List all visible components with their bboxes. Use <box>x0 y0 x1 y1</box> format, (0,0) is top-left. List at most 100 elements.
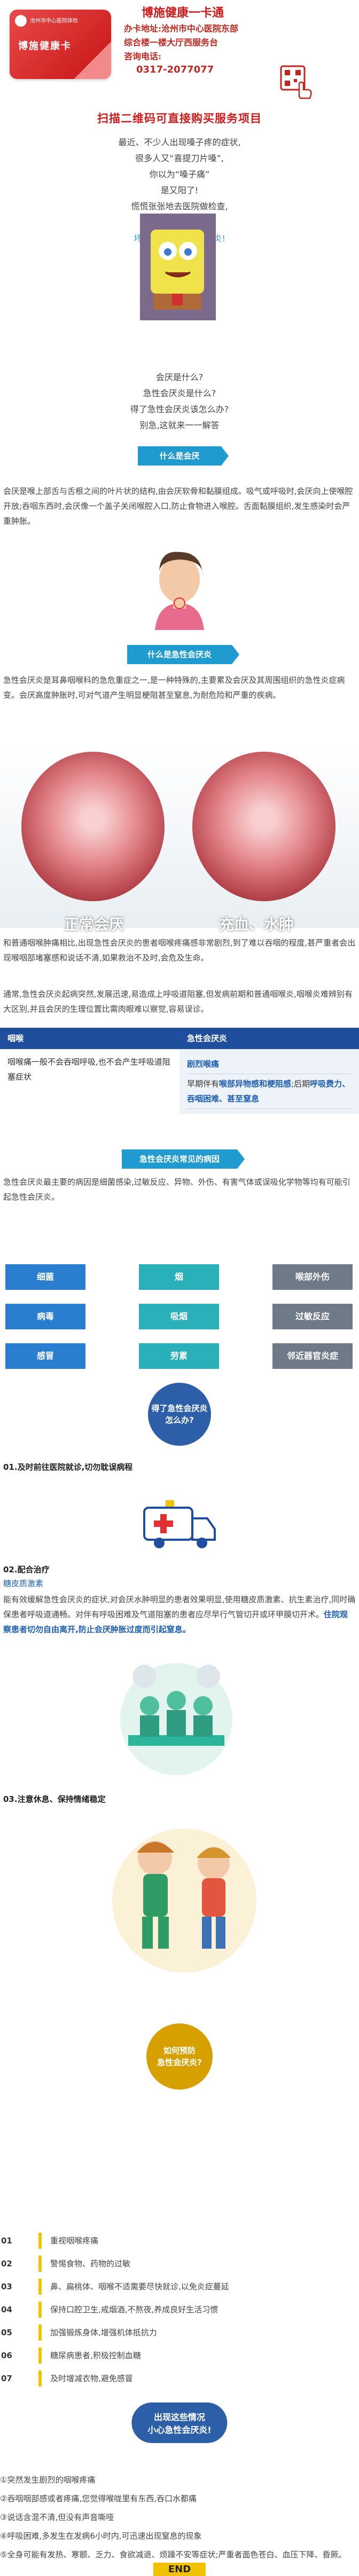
list-item-text: 警惕食物、药物的过敏 <box>50 2259 131 2268</box>
table-left-cell: 咽喉痛一般不会吞咽呼吸,也不会产生呼吸道阻塞症状 <box>7 1057 170 1082</box>
step-2-title: 02.配合治疗 <box>3 1565 50 1574</box>
prevent-badge-text: 如何预防 急性会厌炎? <box>157 2046 202 2067</box>
list-item-number: 03 <box>1 2281 12 2291</box>
swollen-label: 充血、水肿 <box>219 916 294 933</box>
cause-item: 病毒 <box>5 1304 85 1329</box>
questions-text: 会厌是什么? 急性会厌炎是什么? 得了急性会厌炎该怎么办? 别急,这就来一一解答 <box>0 369 359 434</box>
list-item: 02 警惕食物、药物的过敏 <box>0 2252 359 2275</box>
throat-comparison-image: 正常会厌 充血、水肿 <box>0 746 359 933</box>
swollen-epiglottis-image <box>192 752 335 901</box>
prevent-badge: 如何预防 急性会厌炎? <box>146 2023 213 2090</box>
list-item-bar <box>38 2324 42 2341</box>
list-item-number: 05 <box>1 2327 12 2337</box>
section-what-is-epiglottitis-text: 急性会厌炎是耳鼻咽喉科的急危重症之一,是一种特殊的,主要累及会厌及其周围组织的急… <box>3 675 345 700</box>
list-item-bar <box>38 2347 42 2364</box>
question-line: 得了急性会厌炎该怎么办? <box>130 404 229 414</box>
table-row-bold: 呼吸费力、吞咽困难、甚至窒息 <box>187 1079 350 1104</box>
brand-title: 博施健康一卡通 <box>142 6 224 20</box>
cause-item: 吸烟 <box>139 1304 219 1329</box>
alarm-badge-text: 出现这些情况 小心急性会厌炎! <box>147 2412 212 2435</box>
list-item-number: 06 <box>1 2350 12 2360</box>
list-item: ⑤全身可能有发热、寒颤、乏力、食欲减退、烦躁不安等症状;严重者面色苍白、血压下降… <box>0 2550 347 2559</box>
intro-line: 慌慌张张地去医院做检查, <box>131 201 228 211</box>
list-item-bar <box>38 2232 42 2249</box>
section-what-is-epiglottis-title: 什么是会厌 <box>138 446 229 466</box>
question-line: 会厌是什么? <box>155 372 204 382</box>
spongebob-illustration <box>140 214 216 320</box>
card-title: 博施健康卡 <box>18 41 72 52</box>
step-2-text: 能有效缓解急性会厌炎的症状,对会厌水肿明显的患者效果明显,使用糖皮质激素、抗生素… <box>0 1592 359 1637</box>
table-col-epiglottitis: 急性会厌炎 <box>187 1034 228 1043</box>
list-item-bar <box>38 2370 42 2386</box>
cause-item: 邻近器官炎症 <box>272 1343 353 1369</box>
cause-item: 细菌 <box>5 1264 85 1290</box>
table-row: 剧烈喉痛 <box>187 1054 352 1074</box>
surgery-illustration <box>96 1655 256 1778</box>
step-3-title: 03.注意休息、保持情绪稳定 <box>3 1794 106 1804</box>
comparison-text-2: 通常,急性会厌炎起病突然,发展迅速,易造成上呼吸道阻塞,但发病前期和普通咽喉炎,… <box>3 989 353 1014</box>
list-item-text: 重视咽喉疼痛 <box>50 2236 99 2246</box>
header-banner: 沧州市中心医院体检 博施健康卡 博施健康一卡通 办卡地址:沧州市中心医院东部 综… <box>0 0 359 133</box>
cause-item: 烟 <box>139 1264 219 1290</box>
kids-exercise-illustration <box>96 1821 272 1981</box>
table-body: 咽喉痛一般不会吞咽呼吸,也不会产生呼吸道阻塞症状 剧烈喉痛 早期伴有喉部异物感和… <box>0 1049 359 1114</box>
address-line-2: 综合楼一楼大厅西服务台 <box>124 37 218 48</box>
phone-number: 0317-2077077 <box>136 64 214 75</box>
table-header: 咽喉 急性会厌炎 <box>0 1028 359 1049</box>
list-item-text: 保持口腔卫生,戒烟酒,不熬夜,养成良好生活习惯 <box>50 2305 218 2314</box>
card-corner-decoration <box>74 42 111 79</box>
section-what-is-epiglottitis-title: 什么是急性会厌炎 <box>127 645 239 664</box>
list-item-text: 鼻、扁桃体、咽喉不适需要尽快就诊,以免炎症蔓延 <box>50 2282 229 2291</box>
step-2-text-body: 能有效缓解急性会厌炎的症状,对会厌水肿明显的患者效果明显,使用糖皮质激素、抗生素… <box>3 1595 356 1619</box>
list-item-bar <box>38 2255 42 2272</box>
table-row-text: ;后期 <box>291 1079 310 1089</box>
step-2-subtitle: 糖皮质激素 <box>3 1579 44 1588</box>
table-col-throat: 咽喉 <box>7 1034 24 1043</box>
intro-line: 很多人又“喜提刀片嗓”, <box>135 153 224 163</box>
cause-item: 劳累 <box>139 1343 219 1369</box>
list-item-bar <box>38 2278 42 2295</box>
list-item: ②吞咽咽部感或者疼痛,您觉得喉咙里有东西,吞口水都痛 <box>0 2494 197 2503</box>
normal-label: 正常会厌 <box>64 916 124 933</box>
normal-epiglottis-image <box>21 752 165 901</box>
section-causes-title: 急性会厌炎常见的病因 <box>122 1149 245 1169</box>
list-item: ①突然发生剧烈的咽喉疼痛 <box>0 2475 96 2485</box>
symptom-list: ①突然发生剧烈的咽喉疼痛 ②吞咽咽部感或者疼痛,您觉得喉咙里有东西,吞口水都痛 … <box>0 2471 359 2564</box>
list-item-number: 02 <box>1 2258 12 2268</box>
address-line-1: 办卡地址:沧州市中心医院东部 <box>124 23 238 34</box>
cause-item: 感冒 <box>5 1343 85 1369</box>
scan-qr-text: 扫描二维码可直接购买服务项目 <box>97 112 262 125</box>
list-item-number: 01 <box>1 2235 12 2246</box>
table-right-cell: 剧烈喉痛 早期伴有喉部异物感和梗阻感;后期呼吸费力、吞咽困难、甚至窒息 <box>180 1049 359 1114</box>
list-item: 03 鼻、扁桃体、咽喉不适需要尽快就诊,以免炎症蔓延 <box>0 2275 359 2298</box>
list-item-text: 糖尿病患者,积极控制血糖 <box>50 2351 141 2360</box>
ambulance-icon <box>139 1495 219 1554</box>
list-item-text: 及时增减衣物,避免感冒 <box>50 2374 133 2383</box>
cause-item: 过敏反应 <box>272 1304 353 1329</box>
qr-scan-hand-icon <box>278 63 315 100</box>
list-item-bar <box>38 2301 42 2318</box>
hospital-logo-icon <box>15 15 27 27</box>
list-item: 01 重视咽喉疼痛 <box>0 2229 359 2252</box>
question-line: 别急,这就来一一解答 <box>139 420 220 430</box>
alarm-badge: 出现这些情况 小心急性会厌炎! <box>131 2402 228 2443</box>
question-line: 急性会厌炎是什么? <box>143 388 216 398</box>
list-item-text: 加强锻炼身体,增强机体抵抗力 <box>50 2328 157 2337</box>
section-what-is-epiglottis-text: 会厌是喉上部舌与舌根之间的叶片状的结构,由会厌软骨和黏膜组成。吸气或呼吸时,会厌… <box>3 486 353 526</box>
step-2-text-bold: 住院观察患者切勿自由离开,防止会厌肿胀过度而引起窒息。 <box>3 1610 348 1634</box>
prevention-list: 01 重视咽喉疼痛 02 警惕食物、药物的过敏 03 鼻、扁桃体、咽喉不适需要尽快就诊… <box>0 2229 359 2390</box>
card-org: 沧州市中心医院体检 <box>30 18 78 24</box>
treatment-badge-text: 得了急性会厌炎 怎么办? <box>151 1404 208 1425</box>
intro-line: 你以为“嗓子痛” <box>149 169 210 179</box>
table-row-text: 早期伴有 <box>187 1079 220 1089</box>
health-card-image: 沧州市中心医院体检 博施健康卡 <box>10 10 111 79</box>
end-marker: END <box>153 2563 206 2576</box>
treatment-badge: 得了急性会厌炎 怎么办? <box>148 1383 211 1446</box>
intro-line: 是又阳了! <box>160 185 199 195</box>
comparison-text: 和普通咽喉肿痛相比,出现急性会厌炎的患者咽喉疼痛感非常剧烈,到了难以吞咽的程度,… <box>3 938 356 963</box>
table-row-bold: 喉部异物感和梗阻感 <box>219 1079 292 1089</box>
list-item: 06 糖尿病患者,积极控制血糖 <box>0 2344 359 2367</box>
